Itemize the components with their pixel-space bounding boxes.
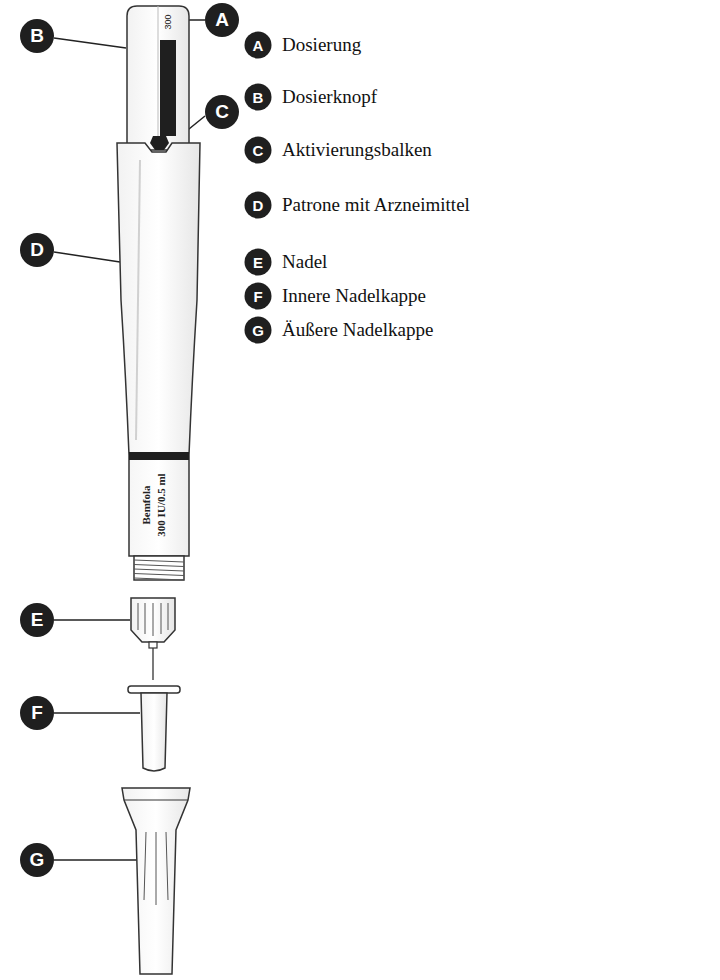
- dose-knob: [127, 6, 189, 150]
- pen-thread: [134, 556, 184, 580]
- callout-letter: G: [20, 843, 54, 877]
- thread-groove: [134, 574, 184, 576]
- legend-callout-letter: C: [245, 137, 272, 164]
- legend-part-name: Innere Nadelkappe: [282, 285, 426, 307]
- legend-part-name: Aktivierungsbalken: [282, 139, 432, 161]
- dose-scale-number: 300: [163, 14, 173, 29]
- legend-callout-letter: A: [245, 32, 272, 59]
- callout-letter: E: [20, 603, 54, 637]
- legend-callout-letter: G: [245, 317, 272, 344]
- legend-part-name: Patrone mit Arzneimittel: [282, 194, 470, 216]
- pen-print-text: 300 IU/0.5 ml: [155, 473, 167, 536]
- legend-callout-letter: F: [245, 283, 272, 310]
- thread-groove: [134, 569, 184, 571]
- legend-part-name: Dosierknopf: [282, 86, 377, 108]
- legend-callout-letter: B: [245, 84, 272, 111]
- needle: [131, 598, 175, 680]
- legend-part-name: Äußere Nadelkappe: [282, 319, 433, 341]
- activation-bar: [150, 136, 169, 150]
- legend-callout-letter: E: [245, 249, 272, 276]
- thread-groove: [134, 560, 184, 562]
- thread-groove: [134, 565, 184, 567]
- pen-body: [117, 136, 200, 556]
- callout-letter: D: [20, 233, 54, 267]
- callout-letter: F: [20, 696, 54, 730]
- thread-groove: [134, 578, 184, 580]
- legend-part-name: Dosierung: [282, 34, 361, 56]
- callout-letter: C: [205, 95, 239, 129]
- callout-letter: A: [205, 3, 239, 37]
- outer-needle-cap: [122, 788, 190, 974]
- callout-letter: B: [20, 19, 54, 53]
- pen-print-text: Bemfola: [140, 485, 152, 524]
- leader-lines: [54, 20, 205, 860]
- legend-part-name: Nadel: [282, 251, 327, 273]
- legend-callout-letter: D: [245, 192, 272, 219]
- inner-needle-cap: [128, 686, 180, 771]
